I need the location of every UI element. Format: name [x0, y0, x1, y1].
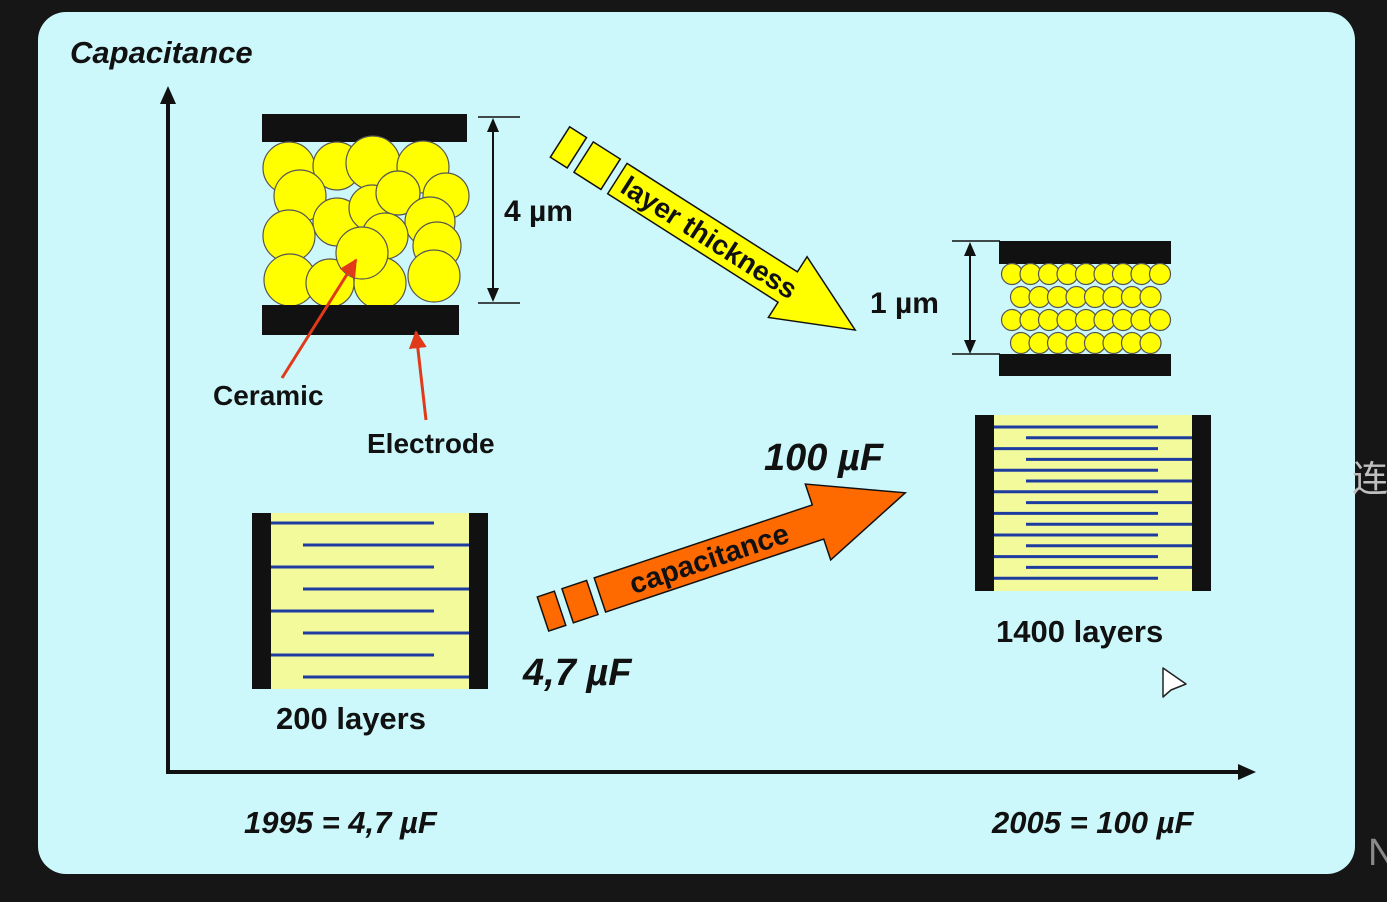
- ceramic-grain: [1130, 308, 1153, 332]
- ceramic-grain: [407, 249, 461, 303]
- thick-dimension-label: 4 µm: [504, 195, 573, 228]
- ceramic-grain: [1037, 262, 1061, 286]
- layers-200-label: 200 layers: [276, 701, 426, 736]
- capacitance-arrow: capacitance: [536, 483, 908, 633]
- terminal-left-200: [252, 513, 271, 689]
- thin-dimension-label: 1 µm: [870, 287, 939, 320]
- layers-1400-label: 1400 layers: [996, 614, 1163, 649]
- ceramic-grain: [1037, 308, 1061, 332]
- bottom-electrode-plate: [262, 305, 459, 335]
- ceramic-grain: [1009, 285, 1033, 309]
- ceramic-grain: [1120, 331, 1144, 355]
- y-axis-arrowhead: [160, 86, 176, 104]
- partial-background-glyph: 连: [1352, 459, 1387, 500]
- ceramic-grain: [1046, 285, 1070, 309]
- layer-thickness-label: layer thickness: [616, 170, 803, 305]
- capacitor-1400-layers: [975, 415, 1211, 591]
- cursor-icon: [1162, 667, 1187, 698]
- ceramic-grain: [1000, 262, 1024, 286]
- electrode-label: Electrode: [367, 428, 495, 459]
- layer-thickness-arrow: layer thickness: [549, 125, 857, 332]
- ceramic-grain: [1019, 308, 1042, 332]
- ceramic-grain: [1019, 262, 1042, 286]
- ceramic-grain: [1065, 285, 1088, 309]
- ceramic-grain: [335, 226, 389, 280]
- ceramic-grain: [1102, 285, 1125, 309]
- year-2005-label: 2005 = 100 µF: [991, 805, 1194, 840]
- ceramic-grain: [1028, 331, 1051, 355]
- year-1995-label: 1995 = 4,7 µF: [244, 805, 438, 840]
- thick-dimension: [478, 116, 520, 304]
- terminal-right-1400: [1192, 415, 1211, 591]
- ceramic-grain: [1083, 331, 1107, 355]
- ceramic-grain: [1009, 331, 1033, 355]
- ceramic-grain: [1148, 262, 1172, 286]
- ceramic-pointer: [280, 258, 358, 379]
- thin-dimension: [952, 240, 1000, 355]
- ceramic-grain: [1074, 262, 1098, 286]
- capacitance-low-label: 4,7 µF: [522, 652, 633, 694]
- ceramic-grains-thin: [1000, 262, 1172, 355]
- y-axis-label: Capacitance: [70, 35, 253, 70]
- top-electrode-plate-thin: [999, 241, 1171, 264]
- layer-body-200: [252, 513, 488, 689]
- ceramic-grain: [1074, 308, 1098, 332]
- axes: [160, 86, 1256, 780]
- ceramic-grain: [1065, 331, 1088, 355]
- terminal-right-200: [469, 513, 488, 689]
- electrode-pointer: [408, 330, 428, 421]
- ceramic-grain: [1130, 262, 1153, 286]
- ceramic-grain: [1093, 262, 1116, 286]
- ceramic-grains-thick: [262, 135, 470, 310]
- ceramic-grain: [1111, 262, 1135, 286]
- thick-layer-cell: [262, 114, 470, 335]
- ceramic-grain: [1148, 308, 1172, 332]
- ceramic-grain: [1120, 285, 1144, 309]
- partial-background-letter: N: [1368, 832, 1387, 874]
- ceramic-grain: [1028, 285, 1051, 309]
- bottom-electrode-plate-thin: [999, 354, 1171, 376]
- electrode-lines-200: [271, 521, 469, 679]
- capacitor-200-layers: [252, 513, 488, 689]
- ceramic-grain: [1046, 331, 1070, 355]
- thin-layer-cell: [999, 241, 1172, 376]
- ceramic-grain: [1093, 308, 1116, 332]
- ceramic-grain: [1000, 308, 1024, 332]
- ceramic-label: Ceramic: [213, 380, 324, 411]
- ceramic-grain: [1102, 331, 1125, 355]
- x-axis-arrowhead: [1238, 764, 1256, 780]
- terminal-left-1400: [975, 415, 994, 591]
- ceramic-grain: [1111, 308, 1135, 332]
- slide: Capacitance 4 µm Ceramic Electrode layer…: [38, 12, 1355, 874]
- ceramic-grain: [1083, 285, 1107, 309]
- capacitance-high-label: 100 µF: [764, 437, 885, 479]
- electrode-lines-1400: [994, 425, 1192, 580]
- ceramic-grain: [1139, 285, 1162, 309]
- ceramic-grain: [1139, 331, 1162, 355]
- ceramic-grain: [1056, 308, 1079, 332]
- diagram: Capacitance 4 µm Ceramic Electrode layer…: [70, 35, 1256, 840]
- ceramic-grain: [1056, 262, 1079, 286]
- ceramic-grain: [375, 170, 421, 216]
